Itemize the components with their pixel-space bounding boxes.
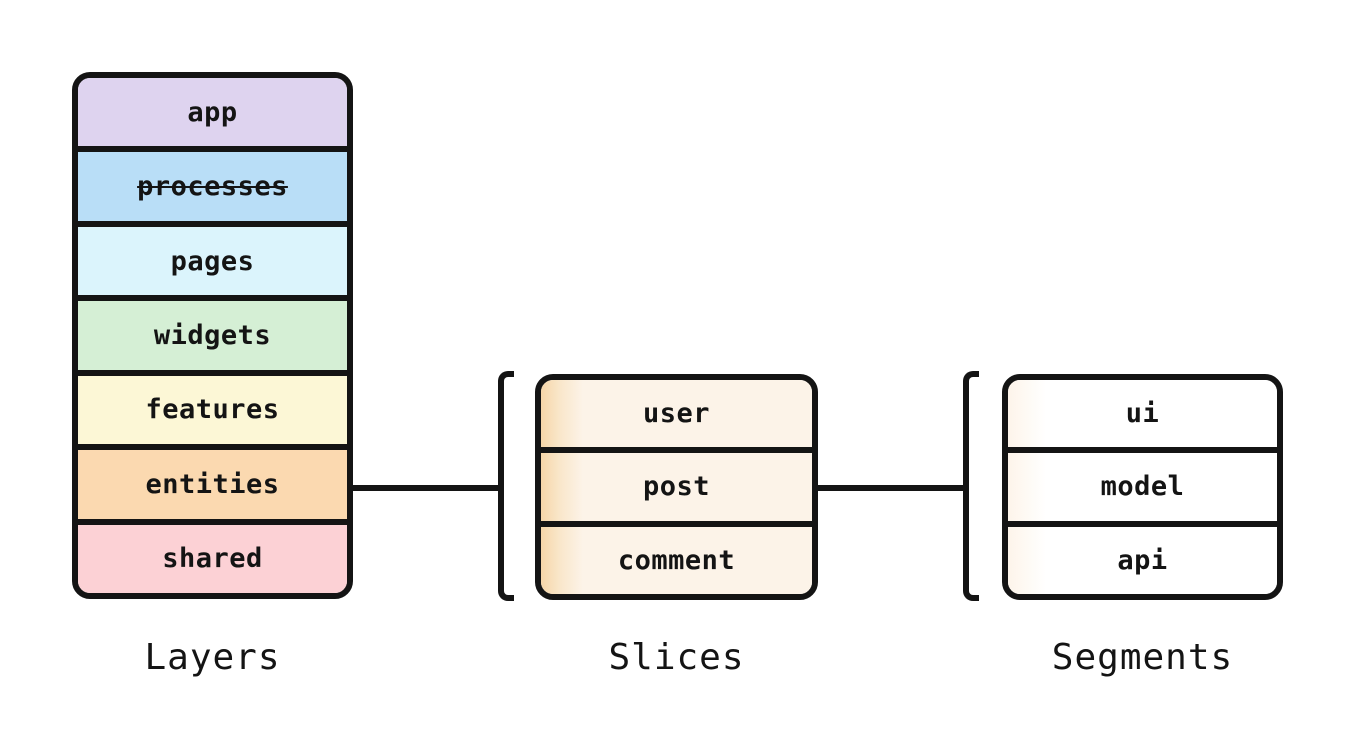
segments-caption: Segments bbox=[1051, 637, 1234, 678]
segment-row-model: model bbox=[1008, 447, 1277, 521]
layer-label-pages: pages bbox=[170, 245, 255, 277]
layer-row-features: features bbox=[78, 369, 347, 445]
segment-label-model: model bbox=[1100, 471, 1185, 503]
segment-label-ui: ui bbox=[1125, 398, 1160, 430]
slice-label-user: user bbox=[642, 398, 711, 430]
slice-row-user: user bbox=[541, 380, 812, 448]
layer-label-shared: shared bbox=[162, 543, 263, 575]
segment-row-ui: ui bbox=[1008, 380, 1277, 448]
connector-slices-to-segments bbox=[815, 485, 966, 491]
segments-box: ui model api bbox=[1002, 374, 1283, 600]
layers-box: app processes pages widgets features ent… bbox=[72, 72, 353, 599]
segments-bracket-icon bbox=[963, 371, 979, 601]
layer-label-entities: entities bbox=[145, 468, 280, 500]
slice-row-post: post bbox=[541, 447, 812, 521]
layer-label-processes: processes bbox=[137, 171, 288, 203]
slices-caption: Slices bbox=[608, 637, 745, 678]
layer-row-entities: entities bbox=[78, 444, 347, 519]
segment-label-api: api bbox=[1117, 544, 1168, 576]
slice-label-comment: comment bbox=[617, 544, 736, 576]
layer-row-processes: processes bbox=[78, 146, 347, 221]
layer-row-app: app bbox=[78, 78, 347, 147]
layers-caption: Layers bbox=[144, 637, 281, 678]
slices-box: user post comment bbox=[535, 374, 818, 600]
layer-row-shared: shared bbox=[78, 518, 347, 593]
connector-layers-to-slices bbox=[350, 485, 501, 491]
layer-label-app: app bbox=[187, 96, 238, 128]
slices-bracket-icon bbox=[498, 371, 514, 601]
slice-row-comment: comment bbox=[541, 520, 812, 594]
segment-row-api: api bbox=[1008, 520, 1277, 594]
layer-label-widgets: widgets bbox=[153, 319, 272, 351]
slice-label-post: post bbox=[642, 471, 711, 503]
layer-row-widgets: widgets bbox=[78, 295, 347, 370]
layer-row-pages: pages bbox=[78, 220, 347, 296]
layer-label-features: features bbox=[145, 394, 280, 426]
